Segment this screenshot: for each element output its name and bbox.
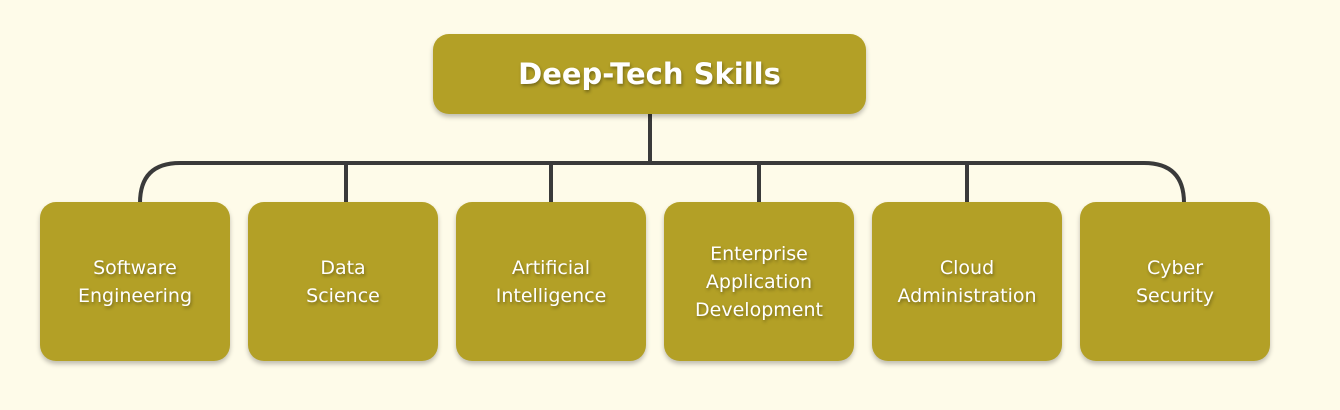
node-software-engineering: Software Engineering (40, 202, 230, 361)
node-label: Artificial Intelligence (495, 256, 607, 307)
node-data-science: Data Science (248, 202, 438, 361)
node-cyber-security: Cyber Security (1080, 202, 1270, 361)
node-cloud-administration: Cloud Administration (872, 202, 1062, 361)
node-label: Data Science (306, 256, 380, 307)
node-artificial-intelligence: Artificial Intelligence (456, 202, 646, 361)
root-node: Deep-Tech Skills (433, 34, 866, 114)
branch-line (138, 161, 1186, 204)
node-label: Enterprise Application Development (695, 242, 823, 321)
node-label: Cloud Administration (897, 256, 1037, 307)
root-label: Deep-Tech Skills (518, 57, 781, 91)
node-label: Software Engineering (78, 256, 192, 307)
node-label: Cyber Security (1135, 256, 1215, 307)
node-enterprise-application-development: Enterprise Application Development (664, 202, 854, 361)
